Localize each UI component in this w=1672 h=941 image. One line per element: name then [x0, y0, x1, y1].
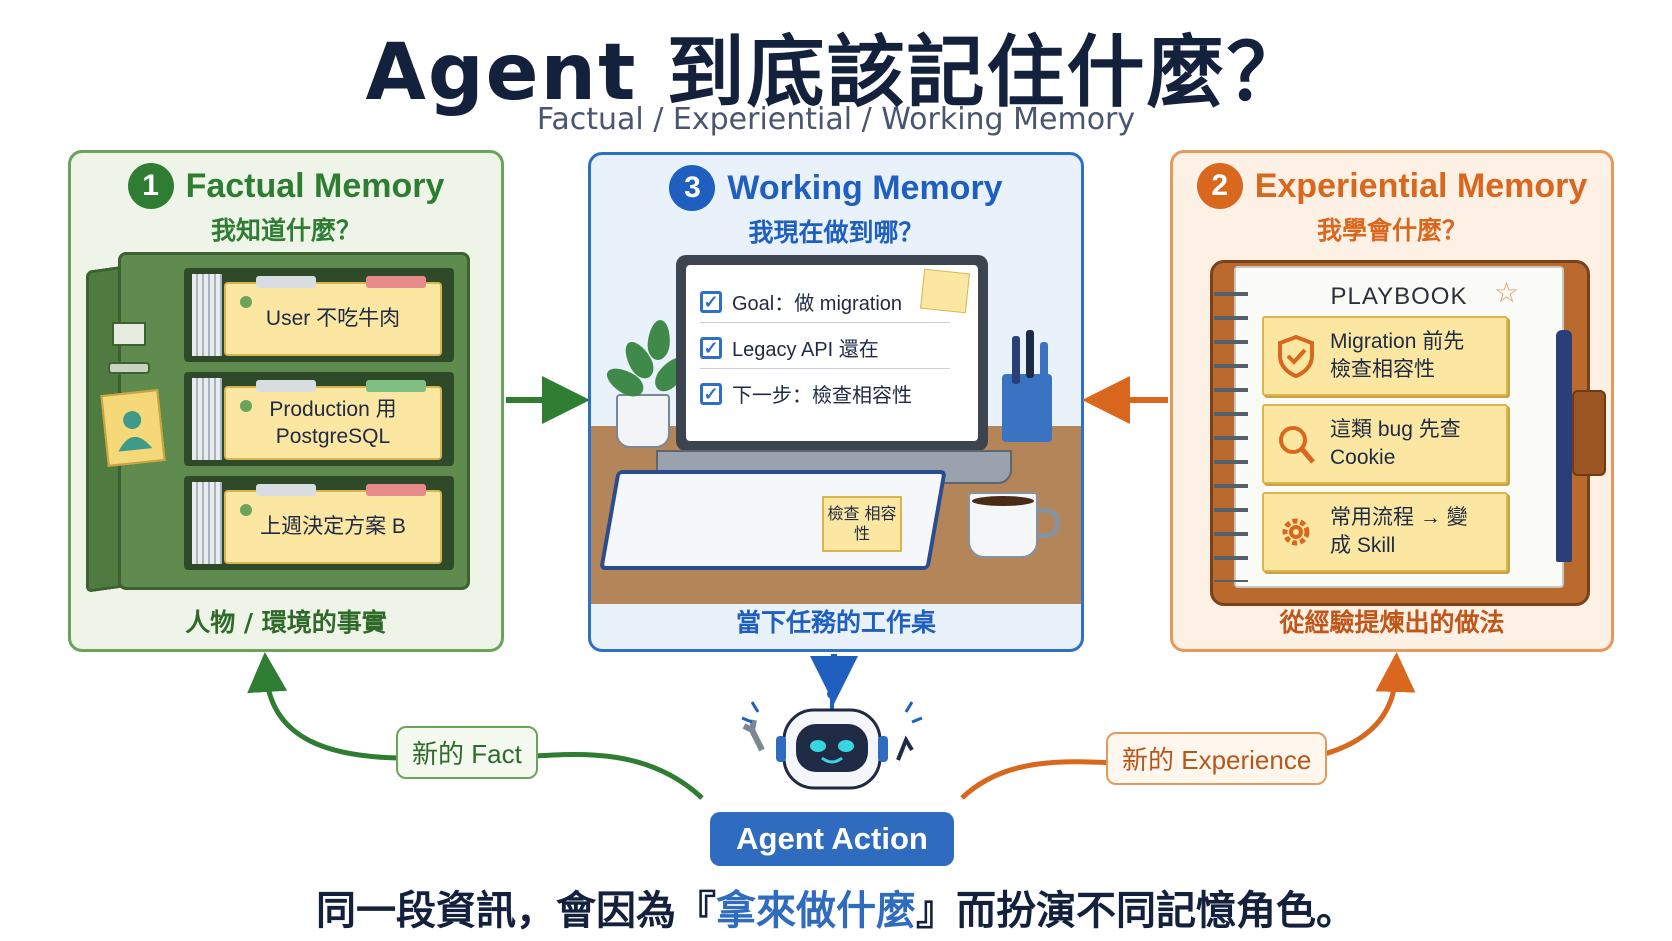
experiential-footer: 從經驗提煉出的做法	[1279, 608, 1505, 637]
cabinet-drawer: 上週決定方案 B	[184, 476, 454, 570]
factual-number-badge: 1	[127, 163, 174, 209]
fact-card: User 不吃牛肉	[224, 276, 442, 356]
notebook-sticky-note: 檢查 相容性	[822, 496, 902, 552]
experiential-title: Experiential Memory	[1254, 166, 1588, 205]
todo-item: ✓ 下一步：檢查相容性	[700, 379, 950, 414]
working-number-badge: 3	[669, 165, 716, 211]
magnifier-icon	[1279, 426, 1315, 464]
shield-check-icon	[1278, 334, 1314, 378]
spiral-rings	[1214, 282, 1248, 582]
fact-card: Production 用 PostgreSQL	[224, 380, 442, 460]
checkbox-checked-icon: ✓	[700, 290, 722, 313]
agent-action-button: Agent Action	[710, 812, 954, 866]
cabinet-drawer: User 不吃牛肉	[184, 268, 454, 362]
plant-pot	[616, 394, 670, 448]
binder-strap	[1572, 390, 1606, 476]
laptop-screen: ✓ Goal：做 migration ✓ Legacy API 還在 ✓ 下一步…	[676, 255, 988, 451]
cabinet-drawer: Production 用 PostgreSQL	[184, 372, 454, 466]
cabinet-handle	[108, 362, 150, 374]
checkbox-checked-icon: ✓	[700, 382, 722, 405]
person-icon	[118, 411, 153, 452]
star-icon: ☆	[1494, 276, 1520, 309]
working-question: 我現在做到哪？	[748, 218, 924, 247]
new-experience-label: 新的 Experience	[1106, 732, 1328, 785]
gear-icon	[1282, 518, 1310, 546]
playbook-card: Migration 前先 檢查相容性	[1262, 316, 1508, 396]
subtitle: Factual / Experiential / Working Memory	[536, 102, 1136, 137]
playbook-card: 這類 bug 先查 Cookie	[1262, 404, 1508, 484]
experiential-number-badge: 2	[1196, 163, 1243, 209]
factual-question: 我知道什麼？	[210, 216, 361, 245]
experiential-question: 我學會什麼？	[1316, 216, 1467, 245]
factual-footer: 人物 / 環境的事實	[185, 608, 387, 637]
todo-item: ✓ Goal：做 migration	[700, 287, 950, 323]
fact-card: 上週決定方案 B	[224, 484, 442, 564]
playbook-card: 常用流程 → 變成 Skill	[1262, 492, 1508, 572]
pen	[1556, 330, 1572, 562]
bottom-caption: 同一段資訊，會因為『拿來做什麼』而扮演不同記憶角色。	[316, 888, 1356, 934]
main-title: Agent 到底該記住什麼？	[365, 28, 1307, 118]
working-footer: 當下任務的工作桌	[735, 608, 936, 637]
playbook-title: PLAYBOOK	[1330, 283, 1468, 310]
factual-title: Factual Memory	[185, 166, 445, 205]
robot-icon	[741, 690, 923, 790]
new-fact-label: 新的 Fact	[396, 726, 538, 779]
todo-item: ✓ Legacy API 還在	[700, 333, 950, 369]
checkbox-checked-icon: ✓	[700, 336, 722, 359]
working-title: Working Memory	[727, 168, 1003, 207]
cabinet-label-plate	[112, 322, 146, 346]
person-sticky-note	[100, 389, 166, 467]
